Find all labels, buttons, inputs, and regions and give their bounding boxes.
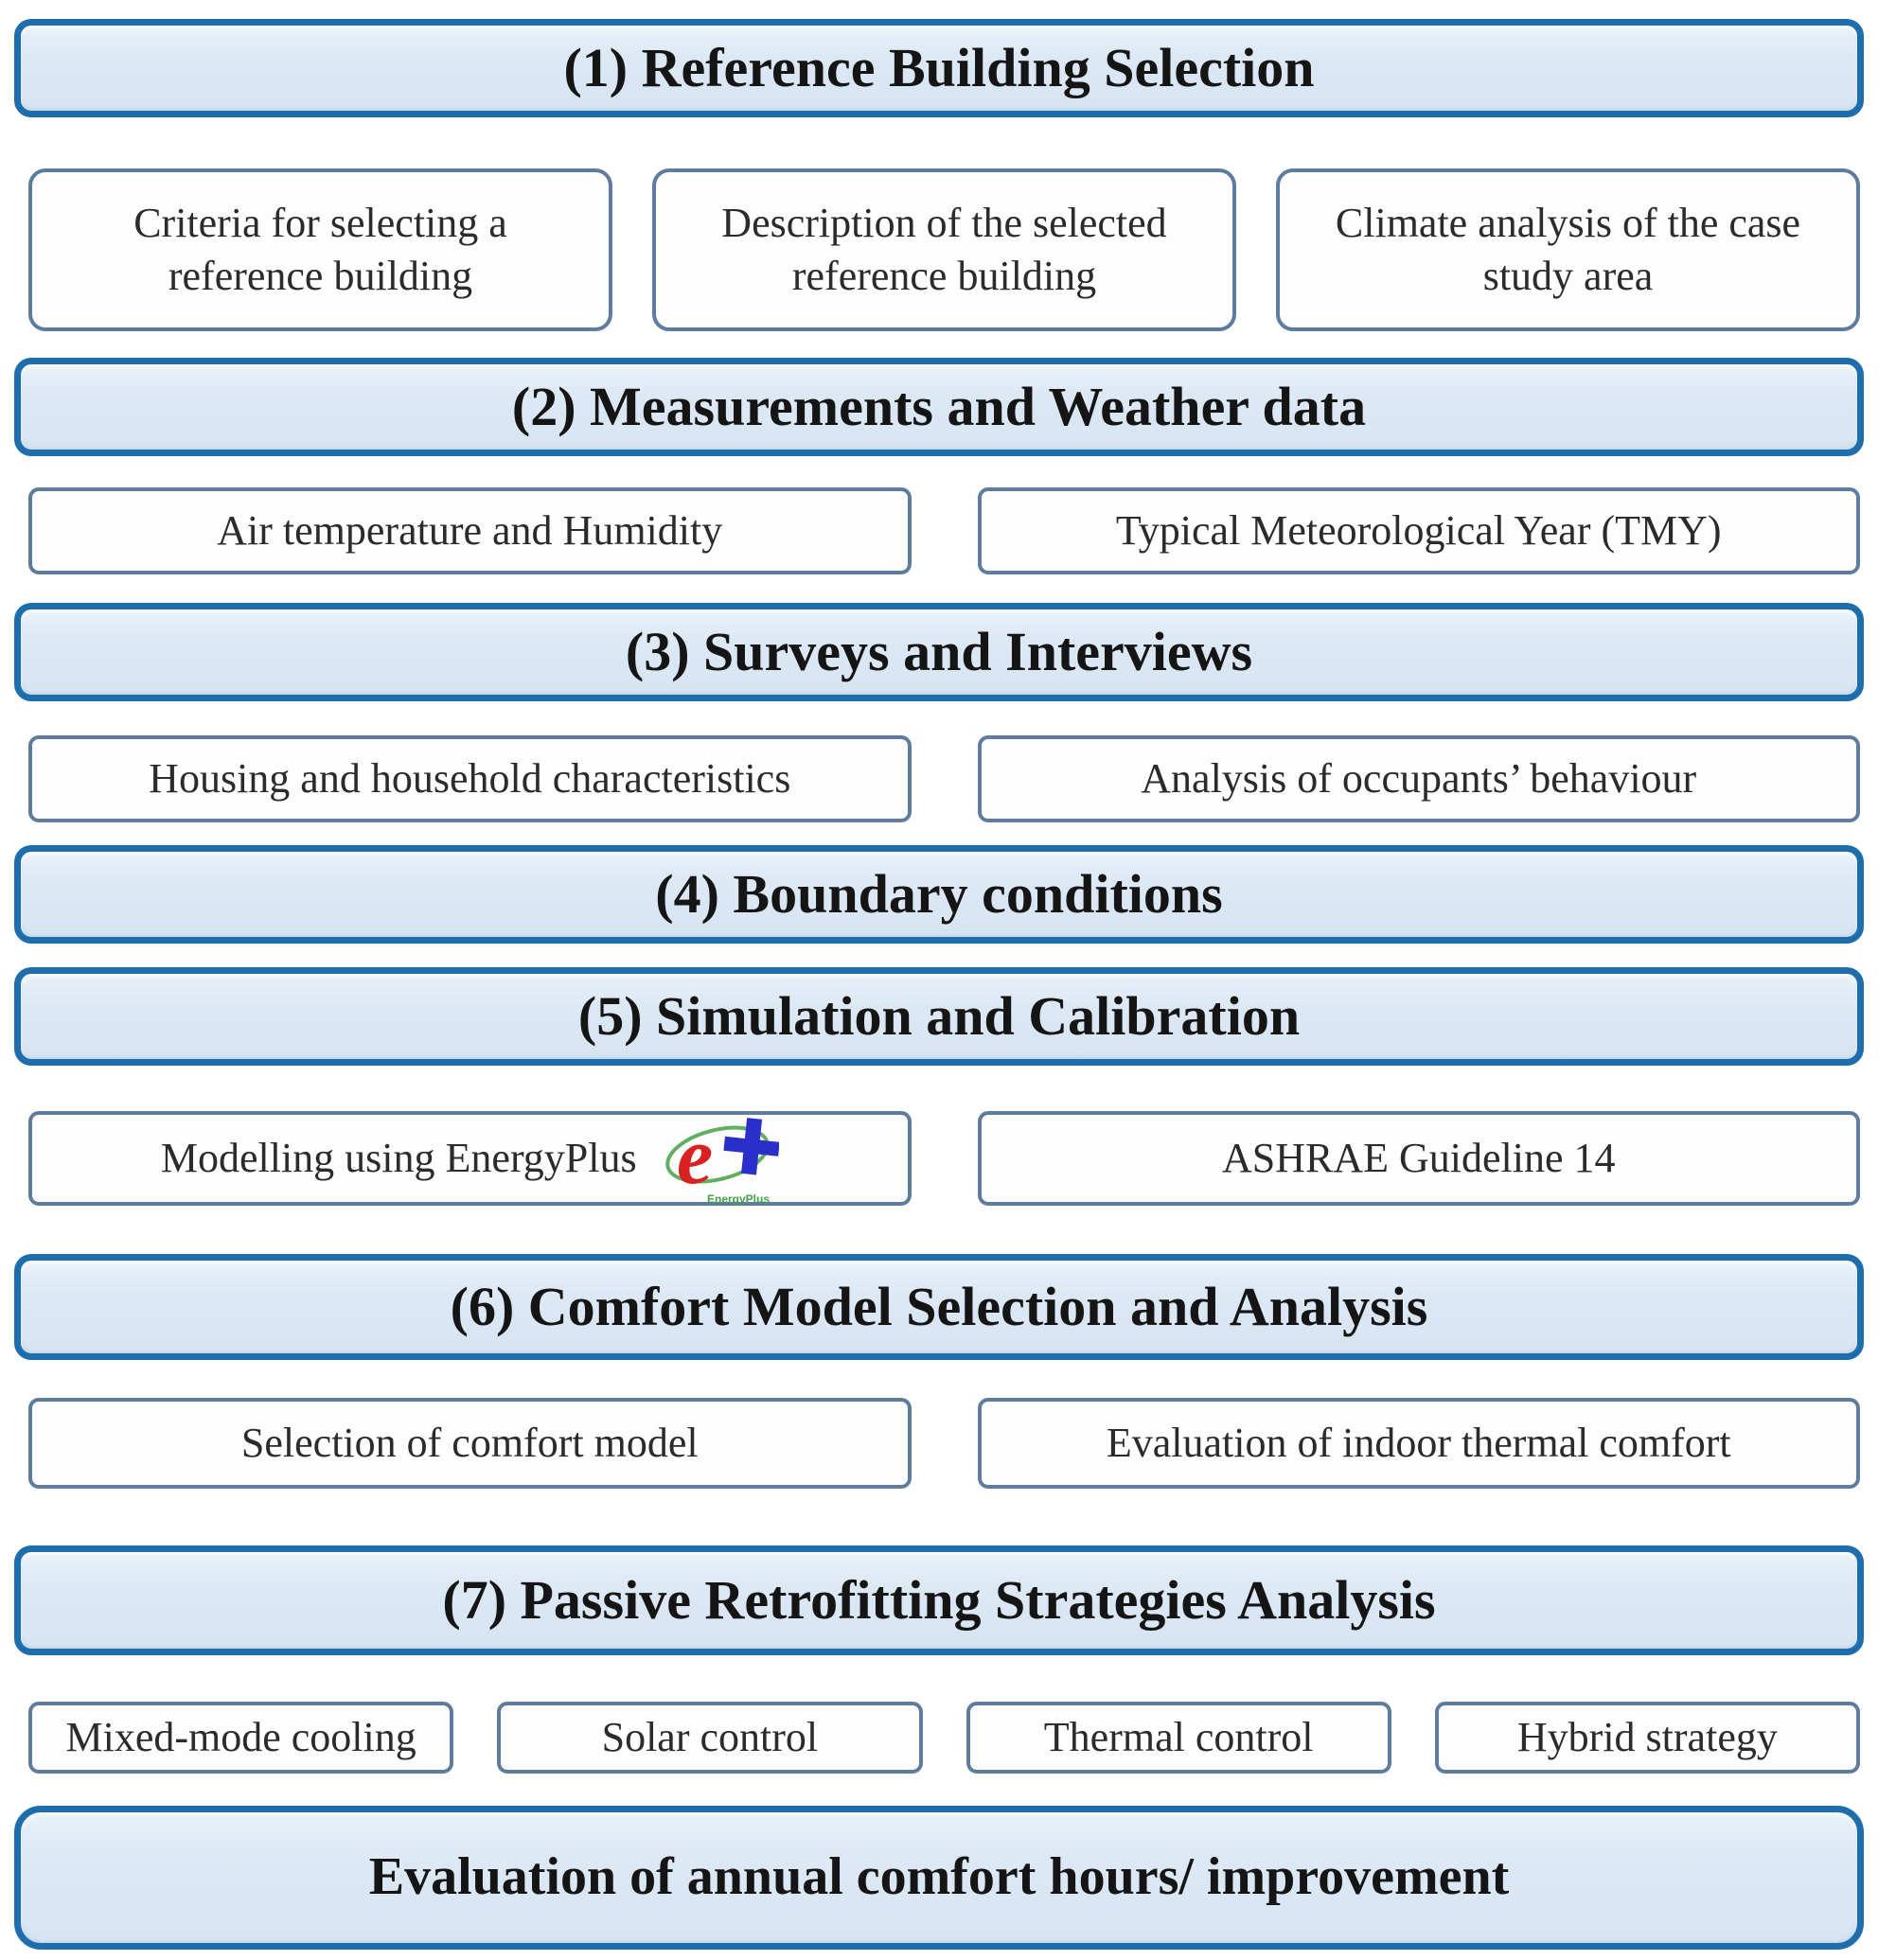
box-label: Air temperature and Humidity	[217, 506, 723, 554]
box-typical-meteorological-year: Typical Meteorological Year (TMY)	[977, 487, 1860, 574]
header-label: (1) Reference Building Selection	[563, 37, 1315, 99]
box-description-reference-building: Description of the selected reference bu…	[652, 168, 1236, 331]
box-label: Selection of comfort model	[240, 1419, 699, 1466]
box-housing-household-characteristics: Housing and household characteristics	[28, 735, 912, 822]
box-climate-analysis: Climate analysis of the case study area	[1276, 168, 1860, 331]
row-surveys: Housing and household characteristics An…	[28, 735, 1860, 822]
row-reference-building: Criteria for selecting a reference build…	[28, 168, 1860, 331]
box-label: Description of the selected reference bu…	[721, 199, 1167, 299]
header-label: (5) Simulation and Calibration	[577, 985, 1301, 1048]
final-bar-label: Evaluation of annual comfort hours/ impr…	[368, 1847, 1510, 1907]
header-bar-1-reference-building-selection: (1) Reference Building Selection	[14, 19, 1864, 117]
box-label: Analysis of occupants’ behaviour	[1141, 754, 1697, 802]
box-modelling-energyplus: Modelling using EnergyPlus e EnergyPlus	[28, 1110, 912, 1206]
logo-caption: EnergyPlus	[707, 1192, 770, 1206]
row-retrofitting-strategies: Mixed-mode cooling Solar control Thermal…	[28, 1702, 1860, 1774]
header-label: (2) Measurements and Weather data	[511, 376, 1367, 438]
energyplus-logo-icon: e EnergyPlus	[664, 1107, 780, 1210]
box-air-temperature-humidity: Air temperature and Humidity	[28, 487, 912, 574]
header-label: (7) Passive Retrofitting Strategies Anal…	[442, 1569, 1436, 1632]
box-label: Solar control	[601, 1713, 819, 1760]
box-occupants-behaviour: Analysis of occupants’ behaviour	[977, 735, 1860, 822]
box-solar-control: Solar control	[497, 1702, 923, 1774]
row-simulation: Modelling using EnergyPlus e EnergyPlus …	[28, 1110, 1860, 1206]
header-bar-5-simulation-calibration: (5) Simulation and Calibration	[14, 967, 1864, 1066]
box-label: Evaluation of indoor thermal comfort	[1106, 1419, 1731, 1466]
header-bar-3-surveys-interviews: (3) Surveys and Interviews	[14, 603, 1864, 701]
box-mixed-mode-cooling: Mixed-mode cooling	[28, 1702, 454, 1774]
row-comfort-model: Selection of comfort model Evaluation of…	[28, 1398, 1860, 1489]
box-label: Mixed-mode cooling	[65, 1713, 416, 1760]
box-evaluation-indoor-thermal-comfort: Evaluation of indoor thermal comfort	[977, 1398, 1860, 1489]
box-label: Typical Meteorological Year (TMY)	[1115, 506, 1722, 554]
box-label: Criteria for selecting a reference build…	[133, 199, 507, 299]
box-label: Climate analysis of the case study area	[1335, 199, 1801, 299]
box-label: Hybrid strategy	[1516, 1713, 1778, 1760]
header-label: (4) Boundary conditions	[655, 863, 1223, 926]
box-selection-comfort-model: Selection of comfort model	[28, 1398, 912, 1489]
box-criteria-reference-building: Criteria for selecting a reference build…	[28, 168, 612, 331]
row-measurements: Air temperature and Humidity Typical Met…	[28, 487, 1860, 574]
box-ashrae-guideline-14: ASHRAE Guideline 14	[977, 1111, 1860, 1206]
header-label: (3) Surveys and Interviews	[625, 621, 1253, 683]
header-bar-2-measurements-weather-data: (2) Measurements and Weather data	[14, 358, 1864, 456]
header-bar-7-passive-retrofitting-strategies: (7) Passive Retrofitting Strategies Anal…	[14, 1545, 1864, 1655]
box-label: ASHRAE Guideline 14	[1221, 1134, 1616, 1181]
logo-e-glyph: e	[677, 1110, 713, 1201]
box-label: Housing and household characteristics	[149, 754, 791, 802]
final-bar-evaluation-annual-comfort: Evaluation of annual comfort hours/ impr…	[14, 1806, 1864, 1950]
header-bar-4-boundary-conditions: (4) Boundary conditions	[14, 845, 1864, 944]
header-label: (6) Comfort Model Selection and Analysis	[450, 1276, 1428, 1338]
box-hybrid-strategy: Hybrid strategy	[1434, 1702, 1860, 1774]
box-label: Modelling using EnergyPlus	[160, 1134, 637, 1181]
header-bar-6-comfort-model-selection: (6) Comfort Model Selection and Analysis	[14, 1254, 1864, 1360]
box-thermal-control: Thermal control	[966, 1702, 1391, 1774]
box-label: Thermal control	[1043, 1713, 1314, 1760]
